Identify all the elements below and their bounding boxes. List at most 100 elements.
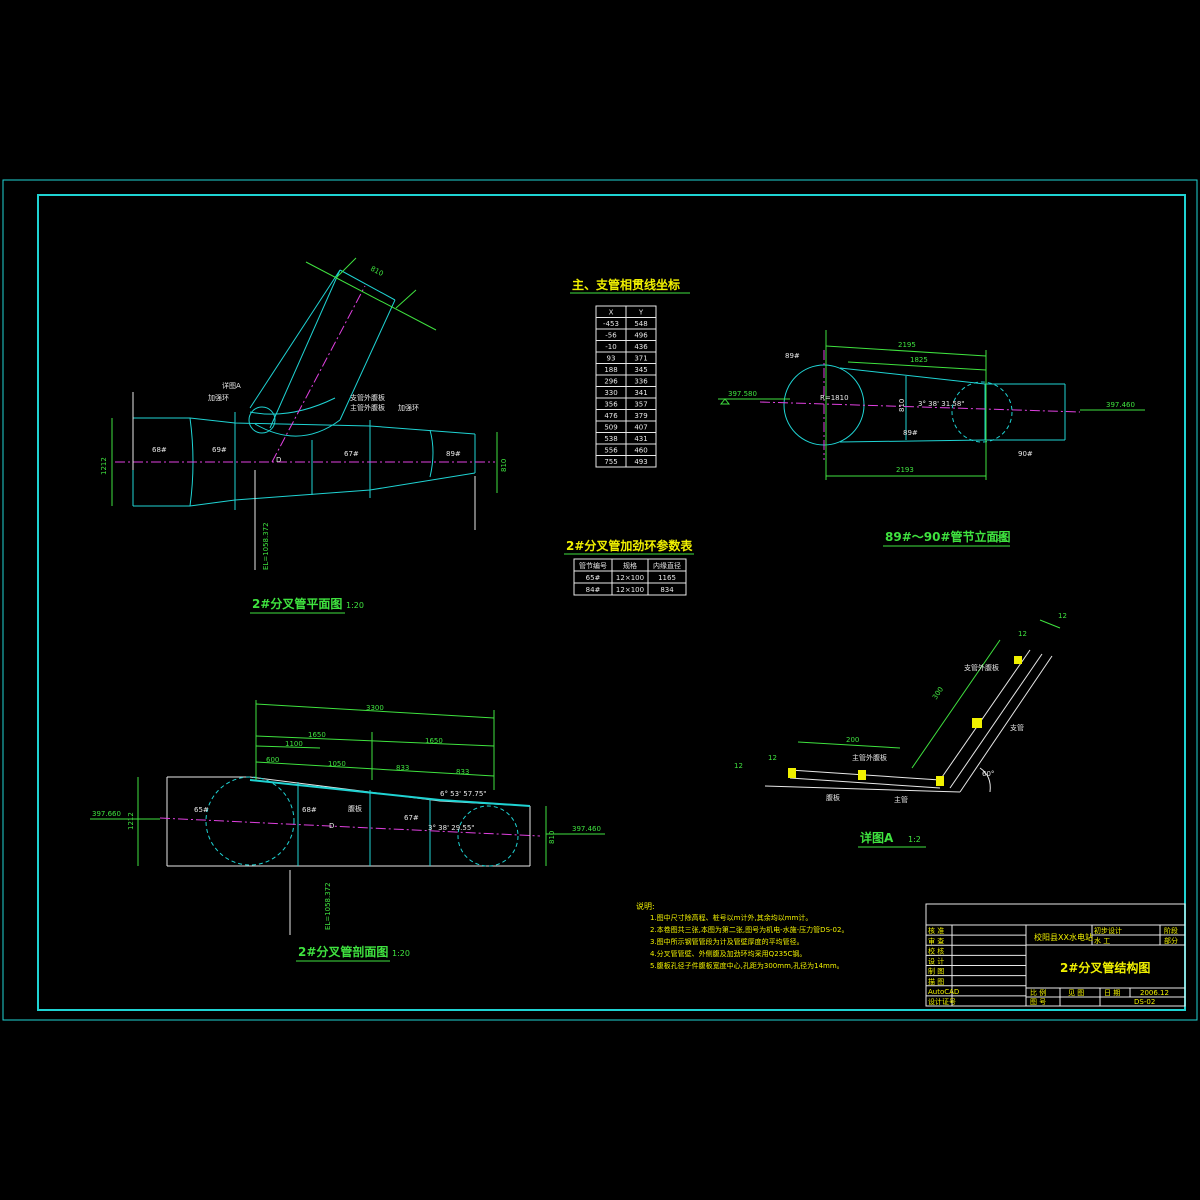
elevation-view: 2195 1825 2193 397.580 397.460 3° 38' 31… [718,330,1145,547]
tb-no-value: DS-02 [1134,998,1155,1006]
note-1: 1.图中尺寸除高程、桩号以m计外,其余均以mm计。 [650,913,812,922]
notes: 说明: 1.图中尺寸除高程、桩号以m计外,其余均以mm计。 2.本卷图共三张,本… [636,901,848,970]
outer-frame [2,179,1198,1021]
plan-sec-3: 67# [344,450,359,458]
coord-header: X [609,309,614,317]
coord-cell: 296 [604,378,618,386]
ring-header: 规格 [623,561,637,570]
coord-cell: 436 [634,343,648,351]
plan-dim-branch: 810 [369,265,385,278]
ring-header: 内缘直径 [653,561,681,570]
tb-dept: 水 工 [1094,936,1110,945]
note-4: 4.分叉管管壁、外侧腹及加劲环均采用Q235C钢。 [650,949,806,958]
tb-scale-value: 见 图 [1068,989,1084,997]
elev-sec-89: 89# [785,352,800,360]
coord-cell: 755 [604,458,617,466]
tb-dept-label: 部分 [1164,936,1178,945]
tb-row-label: AutoCAD [928,988,959,996]
profile-dim-c: 1050 [328,760,346,768]
coord-cell: 476 [604,412,618,420]
coord-cell: 379 [634,412,647,420]
profile-sec-2: 68# [302,806,317,814]
plan-dim-right: 810 [500,459,508,472]
coord-cell: 345 [634,366,647,374]
elev-sec-89b: 89# [903,429,918,437]
profile-dim-total: 3300 [366,704,384,712]
note-3: 3.图中所示钢管管段为计及管壁厚度的平均管径。 [650,937,804,946]
detail-title: 详图A [860,830,894,845]
coord-cell: 93 [607,355,616,363]
profile-weld: 腹板 [348,804,362,813]
coord-cell: 556 [604,447,618,455]
plan-stiffener: 加强环 [208,393,229,402]
elev-left-mark: 397.580 [728,390,757,398]
tb-company: 校阳县XX水电站 [1034,932,1093,942]
detail-dim-d5: 12 [1018,630,1027,638]
coord-cell: 330 [604,389,617,397]
plan-stiffener-2: 加强环 [398,403,419,412]
note-2: 2.本卷图共三张,本图为第二张,图号为机电-水施-压力管DS-02。 [650,925,848,934]
coord-cell: 336 [634,378,648,386]
ring-table-title: 2#分叉管加劲环参数表 [566,538,693,553]
coord-cell: 341 [634,389,647,397]
detail-branch-plate: 支管外腹板 [964,663,999,672]
coord-header: Y [638,309,644,317]
profile-elev-mark: EL=1058.372 [324,882,332,930]
detail-dim-d4: 300 [931,686,945,702]
plan-branch-sec: 支管外腹板 [350,393,385,402]
detail-dim-d2: 12 [768,754,777,762]
profile-dim-e: 833 [456,768,469,776]
plan-scale: 1:20 [346,601,364,610]
ring-header: 管节编号 [579,561,607,570]
coord-cell: 357 [634,401,647,409]
profile-sec-1: 65# [194,806,209,814]
detail-weld: 腹板 [826,793,840,802]
elev-r-label: R=1810 [820,394,849,402]
tb-row-label: 校 核 [928,946,944,955]
inner-frame [37,194,1186,1011]
detail-main-plate: 主管外腹板 [852,753,887,762]
detail-angle: 60° [982,770,994,778]
plan-dim-left: 1212 [100,457,108,475]
detail-dim-d1: 12 [734,762,743,770]
tb-row-label: 审 查 [928,936,944,945]
detail-a: 200 300 12 12 12 12 支管外腹板 主管外腹板 支管 主管 腹板… [734,612,1067,848]
profile-view: 3300 1650 1650 1100 600 1050 833 833 121… [90,700,605,962]
elev-angle: 3° 38' 31.58" [918,400,965,408]
plan-point-d: D [276,456,281,464]
coord-cell: -453 [603,320,619,328]
profile-elev-left: 397.660 [92,810,121,818]
coord-cell: 431 [634,435,647,443]
coord-cell: 509 [604,424,617,432]
plan-detail-ref: 详图A [222,381,241,390]
profile-sec-3: 67# [404,814,419,822]
profile-scale: 1:20 [392,949,410,958]
ring-cell: 12×100 [616,574,644,582]
coord-cell: 496 [634,332,648,340]
profile-title: 2#分叉管剖面图 [298,944,388,959]
tb-row-label: 设 计 [928,957,944,966]
elev-sec-90: 90# [1018,450,1033,458]
coord-cell: -56 [605,332,617,340]
profile-dim-a: 1100 [285,740,303,748]
ring-cell: 84# [586,586,601,594]
plan-main-sec: 主管外腹板 [350,403,385,412]
plan-sec-4: 89# [446,450,461,458]
note-5: 5.腹板孔径子件腹板宽度中心,孔距为300mm,孔径为14mm。 [650,961,844,970]
ring-cell: 1165 [658,574,676,582]
coord-cell: 460 [634,447,647,455]
coord-cell: 371 [634,355,647,363]
tb-stage: 初步设计 [1094,926,1122,935]
plan-title: 2#分叉管平面图 [252,596,342,611]
profile-elev-right: 397.460 [572,825,601,833]
ring-cell: 834 [660,586,674,594]
ring-cell: 65# [586,574,601,582]
tb-row-label: 描 图 [928,977,944,986]
elev-right-mark: 397.460 [1106,401,1135,409]
elev-scale: 1:20 [988,534,1006,543]
profile-point-d: D [329,822,334,830]
